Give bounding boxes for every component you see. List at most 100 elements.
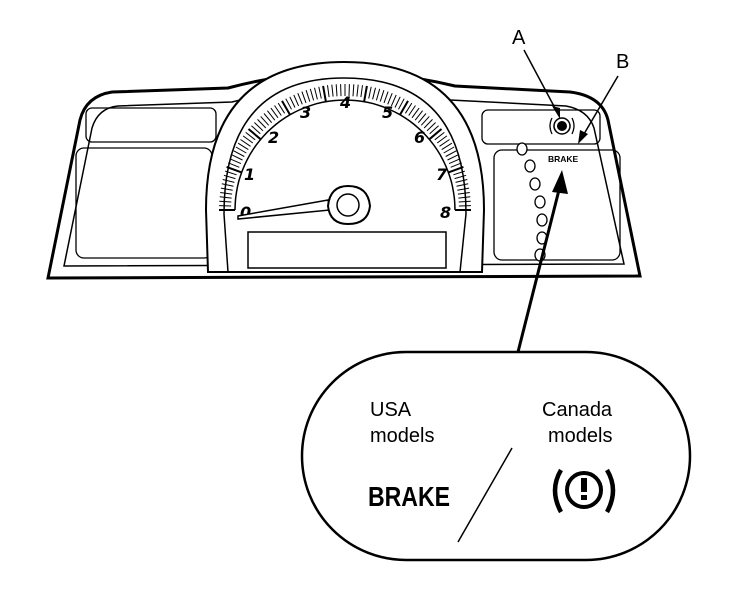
tick-mark xyxy=(219,196,232,199)
canada-label-line2: models xyxy=(548,425,612,447)
needle-hub-inner xyxy=(336,193,360,217)
tick-mark xyxy=(229,158,242,165)
tick-mark xyxy=(399,100,409,116)
tick-mark xyxy=(383,91,389,104)
tick-mark xyxy=(363,85,368,102)
canada-brake-symbol-icon xyxy=(552,468,616,514)
tick-mark xyxy=(455,179,468,183)
tick-mark xyxy=(439,139,450,147)
tick-mark xyxy=(257,119,267,129)
gauge-number-8: 8 xyxy=(440,203,451,222)
tick-mark xyxy=(289,96,296,108)
tick-mark xyxy=(423,119,433,129)
callout-b-leader xyxy=(578,75,619,144)
tick-mark xyxy=(233,150,245,157)
indicator-light xyxy=(534,195,546,209)
tick-mark xyxy=(394,96,401,108)
tick-mark xyxy=(420,116,430,126)
right-upper-panel xyxy=(481,109,601,145)
tick-mark xyxy=(456,183,469,187)
tick-mark xyxy=(314,87,318,100)
tick-mark xyxy=(368,86,372,99)
inset-divider xyxy=(457,447,513,543)
cluster-brake-text: BRAKE xyxy=(548,154,579,164)
tick-mark xyxy=(254,122,264,132)
tick-mark xyxy=(235,146,247,154)
gauge-number-2: 2 xyxy=(268,128,279,147)
tick-mark xyxy=(305,90,311,102)
gauge-number-1: 1 xyxy=(244,165,255,184)
tick-mark xyxy=(443,146,455,154)
speedometer-bezel xyxy=(223,77,467,273)
indicator-lights xyxy=(516,142,548,262)
tick-mark xyxy=(375,88,381,101)
tick-mark xyxy=(356,84,359,97)
tick-mark xyxy=(335,84,338,97)
tick-mark xyxy=(372,87,376,100)
tick-mark xyxy=(398,98,405,110)
tick-mark xyxy=(226,165,242,174)
tick-mark xyxy=(297,93,303,105)
inset-panel xyxy=(300,350,692,562)
tick-mark xyxy=(267,110,276,121)
tick-mark xyxy=(242,135,254,144)
canada-label-line1: Canada xyxy=(542,399,613,421)
tick-mark xyxy=(231,154,243,161)
parking-brake-icon xyxy=(549,117,575,135)
tick-mark xyxy=(260,116,270,126)
tick-mark xyxy=(285,98,292,110)
tick-mark xyxy=(426,122,436,132)
tick-ring-arc xyxy=(234,99,456,211)
tick-mark xyxy=(223,174,236,180)
callout-a-label: A xyxy=(512,27,526,49)
inset-pointer-arrow xyxy=(516,170,568,353)
speedometer-numbers: 0 1 2 3 4 5 6 7 8 xyxy=(240,93,451,222)
tick-mark xyxy=(221,183,234,187)
tick-mark xyxy=(448,165,464,174)
usa-label-line1: USA xyxy=(370,399,412,421)
tick-mark xyxy=(411,107,420,119)
tick-mark xyxy=(274,105,282,116)
tick-mark xyxy=(450,162,462,168)
tick-mark xyxy=(414,110,423,121)
tick-mark xyxy=(436,135,448,144)
tick-mark xyxy=(263,113,273,124)
tick-mark xyxy=(251,125,261,135)
tick-mark xyxy=(270,107,279,119)
indicator-light xyxy=(536,213,548,227)
tick-mark xyxy=(448,158,461,165)
tick-mark xyxy=(220,187,233,191)
tick-mark xyxy=(429,125,439,135)
tick-mark xyxy=(441,142,453,151)
indicator-light xyxy=(529,177,541,191)
tick-mark xyxy=(445,150,457,157)
tick-mark xyxy=(318,86,322,99)
gauge-number-7: 7 xyxy=(436,165,448,184)
tick-mark xyxy=(453,170,465,176)
tick-mark xyxy=(237,142,249,151)
gauge-number-6: 6 xyxy=(414,128,425,147)
tick-mark xyxy=(277,102,286,114)
tick-mark xyxy=(390,94,397,107)
tick-mark xyxy=(293,94,300,107)
tick-mark xyxy=(457,187,470,191)
indicator-light xyxy=(524,159,536,173)
tick-mark xyxy=(360,85,363,98)
tick-mark xyxy=(447,154,459,161)
tick-mark xyxy=(454,174,467,180)
gauge-number-3: 3 xyxy=(300,103,311,122)
tick-mark xyxy=(387,93,393,105)
tick-mark xyxy=(301,91,307,104)
tick-mark xyxy=(352,84,355,97)
tick-mark xyxy=(219,200,232,203)
gauge-number-4: 4 xyxy=(339,93,351,112)
callout-b-label: B xyxy=(616,51,629,73)
tick-mark xyxy=(457,192,470,195)
tick-mark xyxy=(417,113,427,124)
tick-mark xyxy=(428,128,443,141)
tick-mark xyxy=(408,105,416,116)
odometer-display xyxy=(247,231,447,269)
tick-mark xyxy=(322,85,327,102)
tick-mark xyxy=(434,132,445,141)
